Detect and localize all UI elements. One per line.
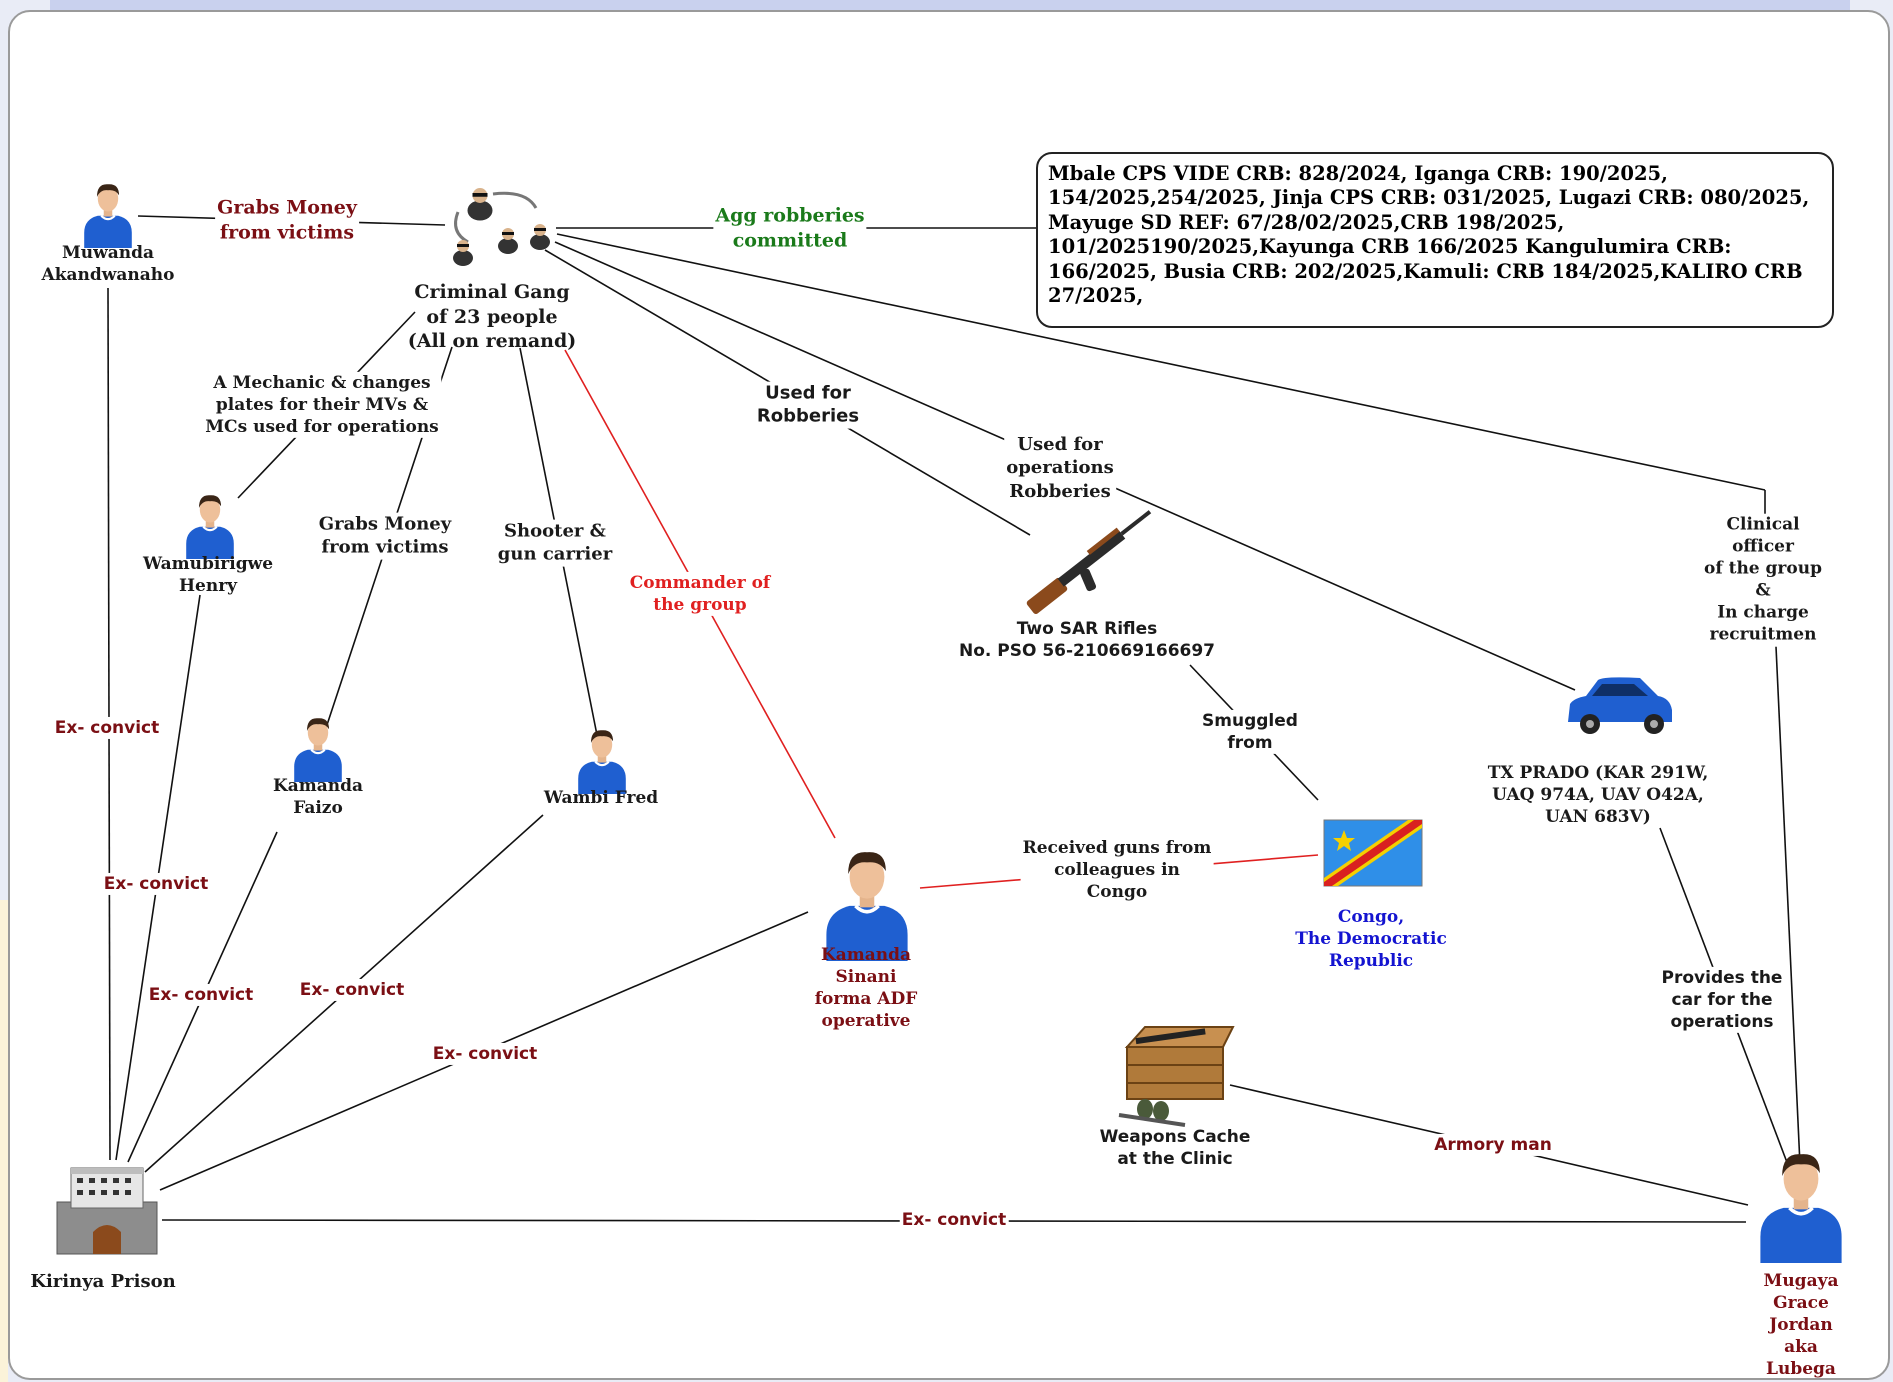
node-kamanda-sinani: Kamanda Sinani forma ADF operative: [814, 945, 918, 1032]
prison-icon: [56, 1167, 158, 1255]
link-label-clinical-officer: Clinical officer of the group & In charg…: [1698, 513, 1828, 647]
line-gang-mugaya-upper: [556, 233, 1766, 491]
node-criminal-gang: Criminal Gang of 23 people (All on reman…: [407, 281, 577, 353]
link-label-mechanic: A Mechanic & changes plates for their MV…: [203, 371, 441, 439]
node-weapons-cache: Weapons Cache at the Clinic: [1099, 1127, 1251, 1170]
link-label-smuggled-from: Smuggled from: [1200, 709, 1300, 755]
node-wamubirigwe-henry: Wamubirigwe Henry: [142, 554, 274, 597]
link-label-grabs-money-2: Grabs Money from victims: [316, 512, 454, 560]
link-label-commander: Commander of the group: [627, 571, 773, 617]
person-icon: [83, 183, 133, 250]
link-label-used-for-operations: Used for operations Robberies: [1004, 432, 1116, 504]
node-congo-drc: Congo, The Democratic Republic: [1295, 907, 1447, 972]
person-icon: [1758, 1152, 1844, 1265]
case-references-box: Mbale CPS VIDE CRB: 828/2024, Iganga CRB…: [1036, 152, 1834, 328]
left-stripe: [0, 900, 8, 1382]
node-kamanda-faizo: Kamanda Faizo: [272, 776, 364, 819]
link-label-ex-convict-faizo: Ex- convict: [146, 983, 256, 1007]
link-label-received-guns: Received guns from colleagues in Congo: [1020, 836, 1214, 904]
node-wambi-fred: Wambi Fred: [543, 788, 659, 808]
line-clinical-mugaya: [1774, 624, 1801, 1166]
person-icon: [577, 729, 627, 796]
person-icon: [185, 494, 235, 561]
rifle-icon: [1026, 510, 1152, 614]
link-lines: [107, 215, 1801, 1223]
node-kirinya-prison: Kirinya Prison: [30, 1271, 176, 1292]
congo-flag-icon: [1323, 819, 1423, 887]
link-label-armory-man: Armory man: [1432, 1133, 1554, 1157]
node-tx-prado: TX PRADO (KAR 291W, UAQ 974A, UAV O42A, …: [1487, 763, 1709, 828]
link-label-ex-convict-sinani: Ex- convict: [430, 1042, 540, 1066]
link-label-grabs-money: Grabs Money from victims: [215, 195, 359, 245]
group-icon: [453, 188, 550, 266]
node-two-sar-rifles: Two SAR Rifles No. PSO 56-210669166697: [958, 619, 1216, 662]
weapons-crate-icon: [1118, 1026, 1235, 1127]
car-icon: [1568, 677, 1672, 734]
link-label-provides-car: Provides the car for the operations: [1659, 966, 1785, 1034]
node-mugaya-grace: Mugaya Grace Jordan aka Lubega: [1763, 1271, 1839, 1380]
link-label-ex-convict-muwanda: Ex- convict: [52, 716, 162, 740]
person-icon: [293, 717, 343, 784]
link-label-agg-robberies: Agg robberies committed: [713, 203, 867, 253]
link-label-ex-convict-wambi: Ex- convict: [297, 978, 407, 1002]
link-label-ex-convict-wamubirigwe: Ex- convict: [101, 872, 211, 896]
link-label-used-for-robberies: Used for Robberies: [754, 381, 862, 429]
node-muwanda-akandwanaho: Muwanda Akandwanaho: [41, 243, 175, 286]
link-label-shooter: Shooter & gun carrier: [495, 519, 615, 567]
link-label-ex-convict-mugaya: Ex- convict: [899, 1208, 1009, 1232]
